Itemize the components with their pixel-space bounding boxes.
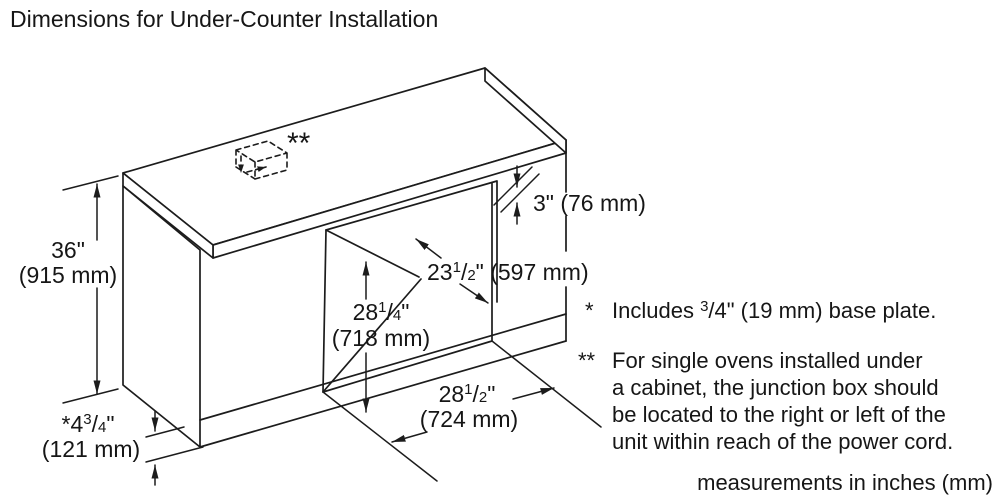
- dim-opening-width-28: 281/2" (724 mm): [322, 340, 602, 482]
- footnotes: * Includes 3/4" (19 mm) base plate. ** F…: [578, 298, 953, 454]
- oblique-stroke-1: [493, 166, 533, 206]
- ext-line-bottom: [62, 388, 119, 404]
- note-junction-line-2: a cabinet, the junction box should: [612, 375, 939, 400]
- note-base-plate-text: Includes 3/4" (19 mm) base plate.: [612, 298, 936, 323]
- dim-base-mm: (121 mm): [42, 436, 140, 462]
- page-title: Dimensions for Under-Counter Installatio…: [10, 6, 438, 32]
- note-junction-line-1: For single ovens installed under: [612, 348, 923, 373]
- dim-arrow-left: [391, 431, 428, 443]
- note-junction-line-4: unit within reach of the power cord.: [612, 429, 953, 454]
- ext-line-right: [491, 340, 602, 428]
- dim-opening-height-mm: (718 mm): [332, 325, 430, 351]
- dim-opening-height-28: 281/4" (718 mm): [332, 261, 430, 413]
- note-junction-marker: **: [578, 348, 596, 373]
- units-footer: measurements in inches (mm): [697, 470, 993, 495]
- dim-clearance-3: 3" (76 mm): [493, 165, 646, 225]
- junction-box-arrow-right: [246, 166, 267, 173]
- junction-box-outline: [235, 140, 288, 180]
- cabinet-drawing: [122, 67, 567, 448]
- cabinet-door-bottom-line: [199, 313, 567, 421]
- dim-arrow-right: [512, 387, 555, 400]
- ext-line-upper: [145, 426, 185, 438]
- cabinet-floor-line: [199, 340, 567, 448]
- dim-base-4: *43/4" (121 mm): [42, 410, 204, 486]
- dim-clearance-label: 3" (76 mm): [533, 190, 646, 216]
- ext-line-lower: [145, 446, 204, 463]
- junction-box: **: [235, 127, 311, 180]
- dim-depth-label: 231/2" (597 mm): [427, 259, 589, 285]
- dim-base-value: *43/4": [62, 411, 115, 437]
- oblique-stroke-2: [500, 173, 540, 213]
- opening-outline: [322, 180, 498, 393]
- ext-line-top: [62, 175, 119, 191]
- junction-box-marker: **: [287, 127, 311, 160]
- dim-height-mm: (915 mm): [19, 262, 117, 288]
- dim-opening-width-mm: (724 mm): [420, 406, 518, 432]
- note-junction-line-3: be located to the right or left of the: [612, 402, 946, 427]
- dim-opening-width-value: 281/2": [439, 381, 496, 407]
- ext-line-left: [322, 391, 438, 482]
- dim-height-value: 36": [51, 237, 85, 263]
- note-base-plate-marker: *: [585, 298, 594, 323]
- counter-left-edge: [122, 172, 214, 259]
- dim-opening-height-value: 281/4": [353, 299, 410, 325]
- dim-depth-23: 231/2" (597 mm): [415, 238, 589, 304]
- opening-interior-lines: [322, 229, 422, 393]
- dim-arrow-back: [415, 238, 442, 259]
- dim-arrow-front: [459, 283, 489, 304]
- dim-height-36: 36" (915 mm): [19, 175, 119, 404]
